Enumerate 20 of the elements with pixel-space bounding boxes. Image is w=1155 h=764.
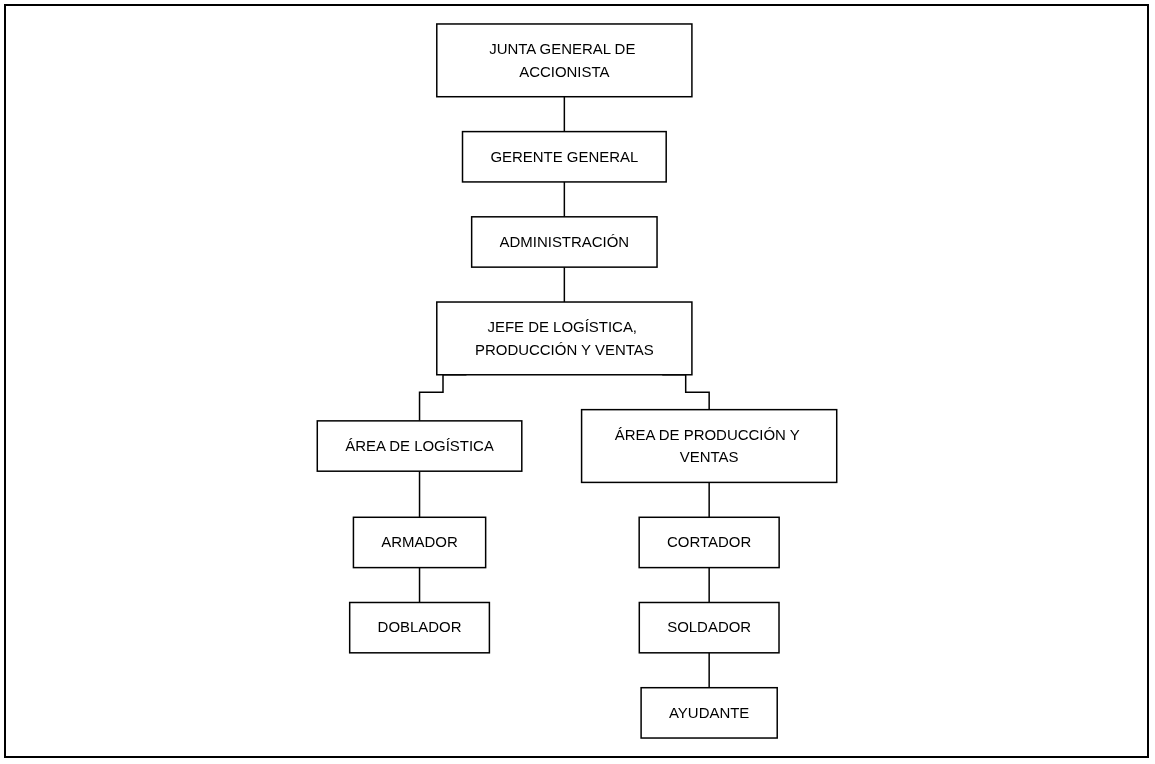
page-frame: JUNTA GENERAL DE ACCIONISTA GERENTE GENERAL ADMINISTRACIÓN JEFE DE LOGÍSTICA, PRODUCCIÓN Y VENTAS ÁREA DE LOGÍSTICA ÁREA DE PRODUCCIÓN Y VENTAS ARMADOR DOBLADOR CORTADOR SOLDADOR AYUDANTE bbox=[4, 4, 1149, 758]
connector bbox=[563, 181, 565, 218]
connector bbox=[563, 95, 565, 133]
connector bbox=[707, 566, 710, 604]
node-box bbox=[352, 516, 486, 569]
node-box bbox=[348, 601, 490, 654]
node-box bbox=[435, 23, 693, 98]
connector bbox=[707, 481, 710, 519]
connector bbox=[418, 470, 420, 519]
node-box bbox=[637, 516, 780, 569]
connector bbox=[707, 652, 710, 689]
node-box bbox=[580, 408, 837, 484]
node-box bbox=[470, 216, 658, 268]
connector bbox=[418, 566, 420, 604]
connector bbox=[563, 266, 565, 303]
node-box bbox=[435, 301, 693, 376]
node-box bbox=[638, 601, 780, 654]
node-box bbox=[316, 420, 523, 472]
node-box bbox=[639, 686, 778, 739]
node-box bbox=[461, 130, 667, 183]
